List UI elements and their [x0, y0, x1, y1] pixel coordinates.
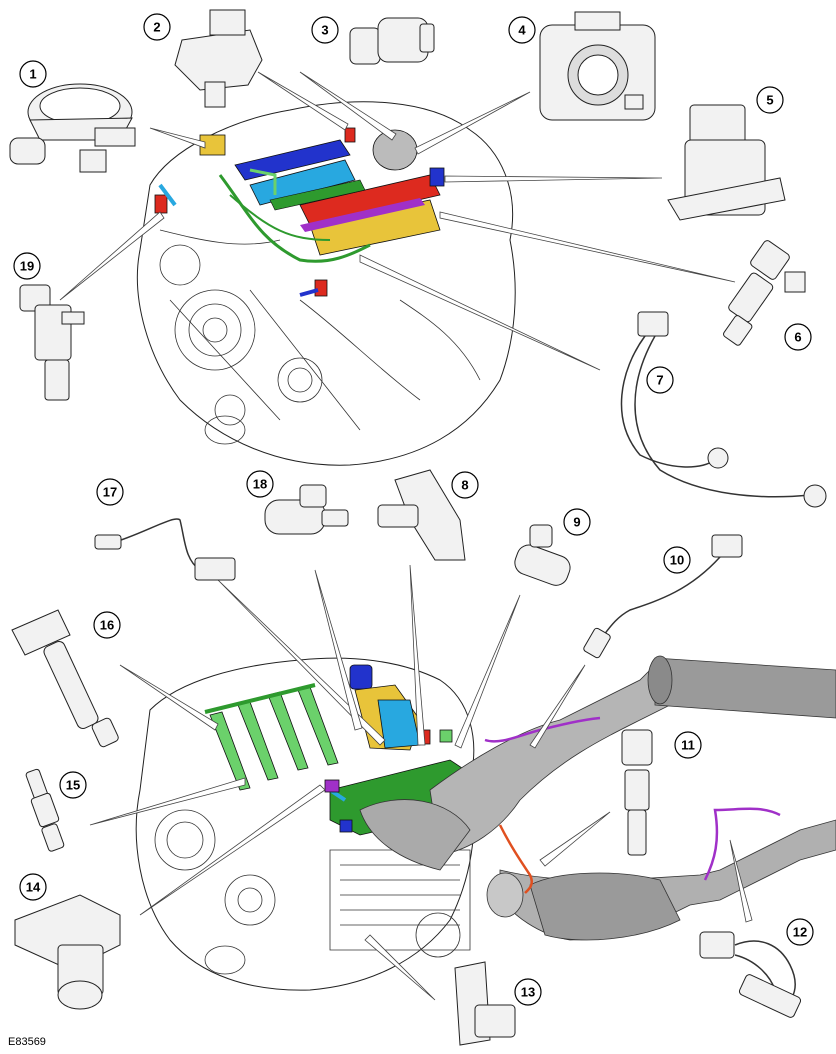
callout-10: 10	[663, 546, 691, 574]
svg-text:18: 18	[253, 477, 267, 492]
callout-14: 14	[19, 873, 47, 901]
component-19-illustration	[19, 284, 85, 401]
component-12-illustration	[699, 931, 802, 1018]
component-7-illustration	[620, 311, 827, 508]
svg-text:10: 10	[670, 553, 684, 568]
component-10-illustration	[583, 534, 743, 659]
svg-text:14: 14	[26, 880, 41, 895]
svg-text:2: 2	[153, 20, 160, 35]
callout-6: 6	[784, 323, 812, 351]
callout-5: 5	[756, 86, 784, 114]
svg-text:15: 15	[66, 778, 80, 793]
component-11-illustration	[621, 729, 653, 856]
svg-text:6: 6	[794, 330, 801, 345]
bottom-engine-illustration	[135, 657, 481, 991]
svg-text:13: 13	[521, 985, 535, 1000]
callout-8: 8	[451, 471, 479, 499]
component-17-illustration	[94, 518, 236, 581]
svg-text:12: 12	[793, 925, 807, 940]
exhaust-system	[359, 655, 836, 941]
top-engine-illustration	[136, 101, 516, 466]
svg-text:3: 3	[321, 23, 328, 38]
callout-15: 15	[59, 771, 87, 799]
callout-9: 9	[563, 508, 591, 536]
component-9-illustration	[514, 524, 571, 586]
callout-7: 7	[646, 366, 674, 394]
svg-text:8: 8	[461, 478, 468, 493]
callout-17: 17	[96, 478, 124, 506]
svg-text:1: 1	[29, 67, 36, 82]
callout-4: 4	[508, 16, 536, 44]
svg-text:9: 9	[573, 515, 580, 530]
callout-13: 13	[514, 978, 542, 1006]
component-14-illustration	[14, 894, 121, 1010]
component-3-illustration	[349, 17, 435, 65]
component-6-illustration	[723, 240, 806, 346]
svg-text:4: 4	[518, 23, 526, 38]
callout-2: 2	[143, 13, 171, 41]
callout-12: 12	[786, 918, 814, 946]
component-16-illustration	[11, 609, 119, 748]
svg-text:7: 7	[656, 373, 663, 388]
component-1-illustration	[9, 83, 136, 173]
component-13-illustration	[454, 961, 516, 1046]
component-2-illustration	[174, 9, 263, 108]
component-4-illustration	[539, 11, 656, 121]
component-8-illustration	[377, 469, 466, 561]
leader-lines	[59, 71, 753, 1001]
svg-text:19: 19	[20, 259, 34, 274]
callout-3: 3	[311, 16, 339, 44]
svg-text:17: 17	[103, 485, 117, 500]
component-5-illustration	[667, 104, 786, 221]
callout-19: 19	[13, 252, 41, 280]
component-15-illustration	[25, 768, 65, 852]
callout-16: 16	[93, 611, 121, 639]
callouts: 1 2 3 4 5 6 7 8 9 10 11 12 13 14 15 16 1…	[13, 13, 814, 1006]
callout-18: 18	[246, 470, 274, 498]
callout-11: 11	[674, 731, 702, 759]
figure-reference-code: E83569	[8, 1036, 46, 1048]
callout-1: 1	[19, 60, 47, 88]
svg-text:11: 11	[681, 738, 695, 753]
svg-text:16: 16	[100, 618, 114, 633]
svg-text:5: 5	[766, 93, 773, 108]
component-18-illustration	[264, 484, 349, 535]
